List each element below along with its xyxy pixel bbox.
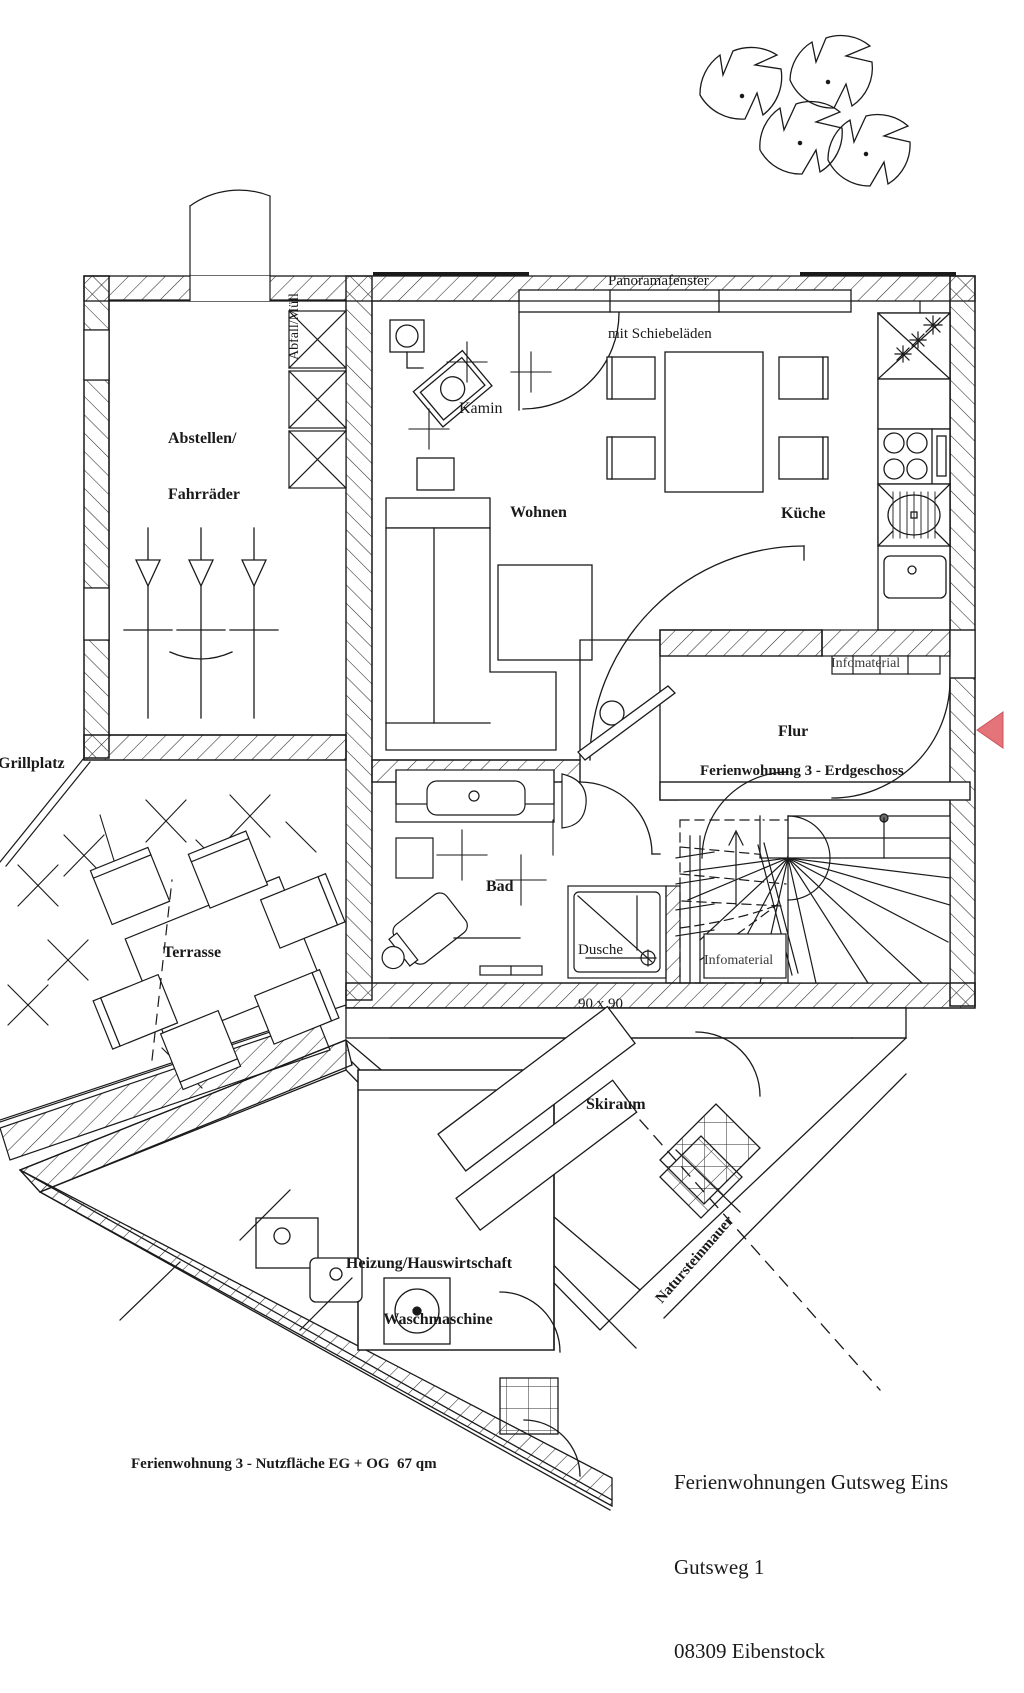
terrace-area <box>0 757 347 1161</box>
hall-shelf-upper <box>821 629 951 675</box>
terrace-chair <box>92 973 179 1050</box>
fireplace-icon <box>389 312 620 450</box>
toilet-icon <box>561 773 587 829</box>
floor-plan-sheet: Panoramafenster mit Schiebeläden Abstell… <box>0 34 1004 1663</box>
door-swing-bath <box>579 781 661 855</box>
room-label-abstellen: Abstellen/ Fahrräder <box>168 429 240 504</box>
tree-cluster-icon <box>699 34 911 187</box>
fireplace-label: Kamin <box>459 400 503 417</box>
room-label-bad: Bad <box>486 878 514 895</box>
ironing-board-icon <box>577 685 676 761</box>
shower-label: Dusche 90 x 90 <box>578 942 623 1012</box>
winder-staircase-icon <box>675 771 951 984</box>
skiraum-label: Skiraum <box>586 1096 646 1113</box>
info-label-upper: Infomaterial <box>831 656 901 671</box>
address-block: Ferienwohnungen Gutsweg Eins Gutsweg 1 0… <box>674 1412 948 1693</box>
utility-label: Heizung/Hauswirtschaft Waschmaschine <box>345 1254 513 1329</box>
door-swing-hall <box>589 545 805 761</box>
address-line-2: Gutsweg 1 <box>674 1554 765 1579</box>
interior-wall-storage <box>345 275 373 1001</box>
grillplatz-label: Grillplatz <box>0 755 65 772</box>
door-swing-entrance <box>831 679 951 799</box>
utility-sink-icon <box>255 1217 319 1269</box>
room-label-wohnen: Wohnen <box>510 504 567 521</box>
washing-machine-icon <box>309 1257 451 1345</box>
waste-label: Abfall/Müll <box>287 293 302 360</box>
address-line-3: 08309 Eibenstock <box>674 1639 826 1663</box>
storage-room-outline <box>83 189 347 736</box>
sofa-icon <box>385 457 593 751</box>
sink-icon <box>883 555 947 599</box>
unit-label-erdgeschoss: Ferienwohnung 3 - Erdgeschoss <box>700 763 904 779</box>
floor-plan-drawing <box>0 34 1004 1511</box>
washbasin-icon <box>381 892 468 970</box>
waste-bin-symbols <box>288 310 347 489</box>
dishwasher-icon <box>877 483 951 547</box>
room-label-kueche: Küche <box>781 505 826 522</box>
bathroom <box>371 769 681 984</box>
dining-table-icon <box>606 351 829 493</box>
bathtub-icon <box>395 769 555 823</box>
terrasse-label: Terrasse <box>163 944 222 961</box>
address-line-1: Ferienwohnungen Gutsweg Eins <box>674 1470 949 1495</box>
terrace-chair <box>259 872 346 949</box>
fridge-icon <box>877 312 951 380</box>
bicycle-rack-icon <box>123 527 279 719</box>
terrace-chair <box>159 1009 242 1091</box>
kitchen-units <box>877 312 951 631</box>
terrace-chair <box>187 830 269 909</box>
basement-block <box>18 1005 907 1511</box>
terrace-chair <box>253 968 340 1045</box>
area-note-label: Ferienwohnung 3 - Nutzfläche EG + OG 67 … <box>131 1456 437 1472</box>
info-label-lower: Infomaterial <box>704 953 774 968</box>
shower-icon <box>567 885 667 979</box>
room-label-flur: Flur <box>778 723 809 740</box>
terrace-chair <box>89 846 171 926</box>
entry-arrow-icon <box>976 711 1004 749</box>
panorama-window-label: Panoramafenster mit Schiebeläden <box>608 273 712 343</box>
stove-icon <box>877 428 951 485</box>
